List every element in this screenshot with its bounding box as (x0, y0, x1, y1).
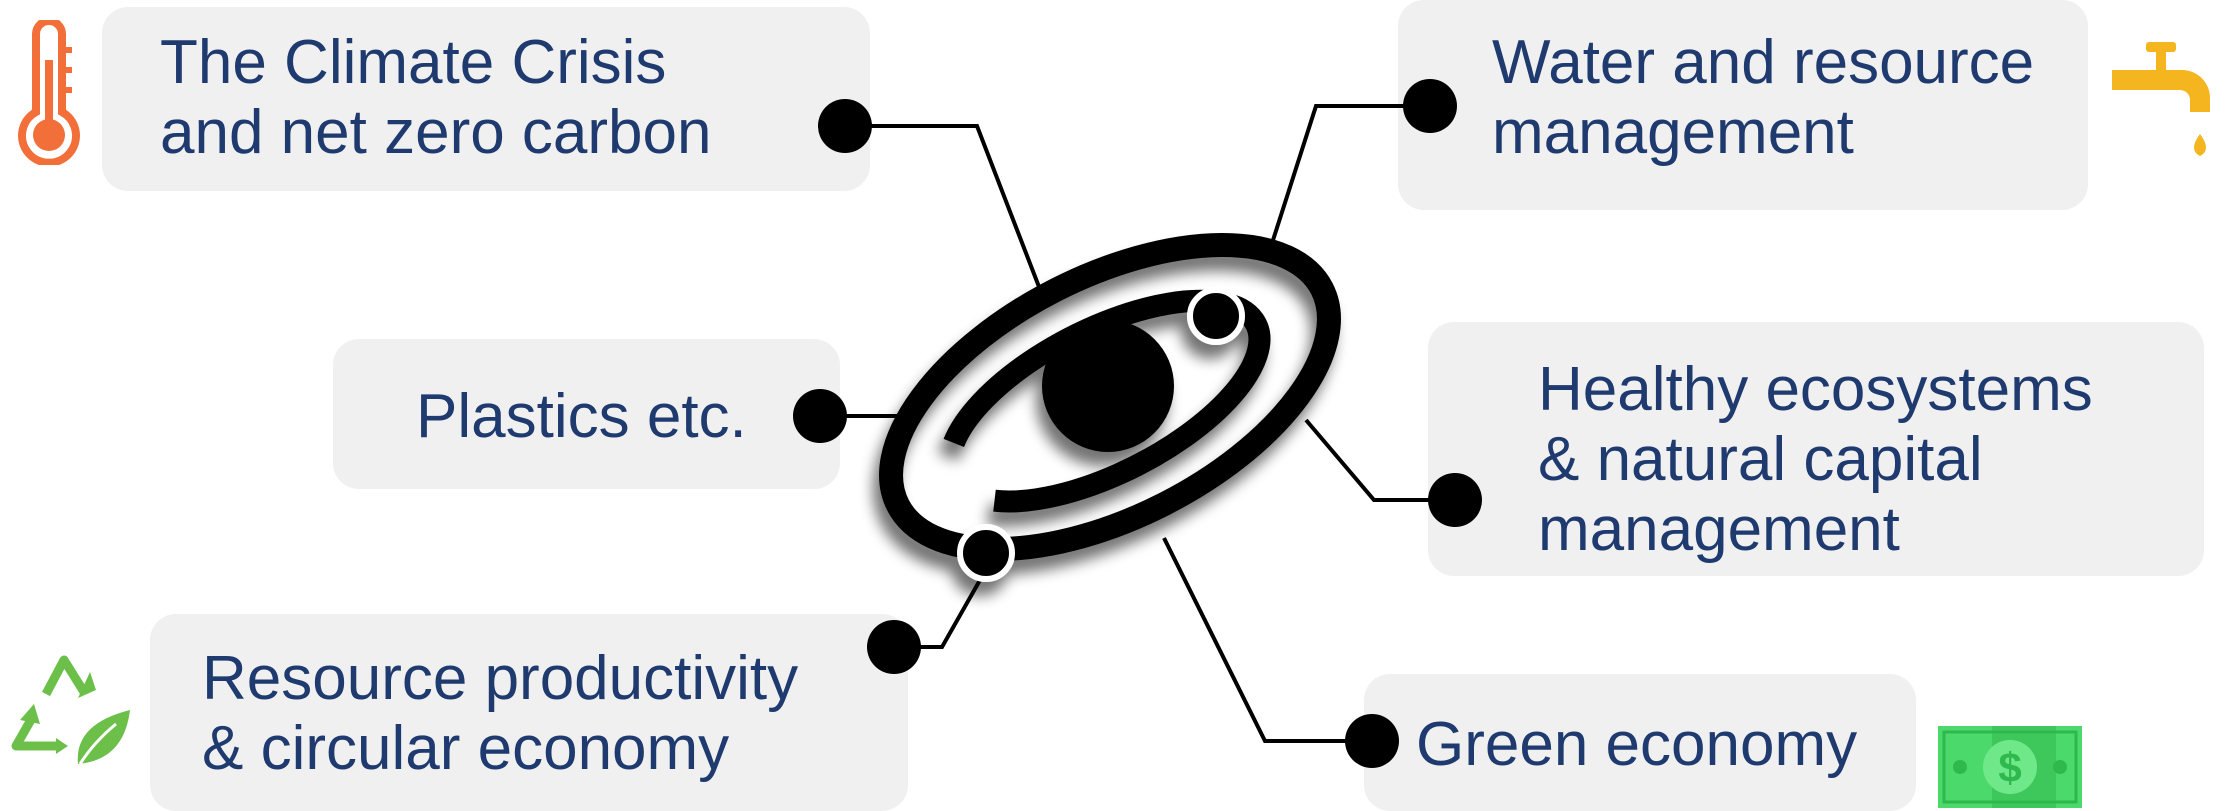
ecosystems-label: Healthy ecosystems & natural capital man… (1538, 355, 2093, 565)
thermometer-icon (18, 20, 80, 165)
dot-plastics (793, 389, 847, 443)
resource-label: Resource productivity & circular economy (202, 644, 798, 784)
resource-line-2: & circular economy (202, 714, 730, 783)
connector-green (1162, 537, 1372, 743)
water-box (1398, 0, 2088, 210)
orbit-atom-icon (879, 232, 1341, 582)
climate-line-1: The Climate Crisis (160, 28, 667, 97)
connector-water (1264, 104, 1430, 263)
plastics-box (333, 339, 840, 489)
climate-label: The Climate Crisis and net zero carbon (160, 28, 712, 168)
climate-box (102, 7, 870, 191)
water-tap-icon (2112, 42, 2210, 156)
dot-green (1345, 714, 1399, 768)
ecosystems-line-2: & natural capital (1538, 425, 1983, 494)
water-label: Water and resource management (1492, 28, 2034, 168)
connector-dots (793, 79, 1482, 768)
dot-climate (818, 99, 872, 153)
plastics-line-1: Plastics etc. (416, 382, 747, 451)
ecosystems-line-3: management (1538, 495, 1900, 564)
svg-text:$: $ (1998, 744, 2021, 791)
dot-resource (867, 620, 921, 674)
resource-box (150, 614, 908, 811)
green-economy-box (1364, 674, 1916, 811)
green-economy-line-1: Green economy (1416, 710, 1858, 779)
connector-climate (845, 124, 1048, 306)
water-line-2: management (1492, 98, 1854, 167)
dot-ecosystems (1428, 473, 1482, 527)
water-line-1: Water and resource (1492, 28, 2035, 97)
resource-line-1: Resource productivity (202, 644, 799, 713)
ecosystems-box (1428, 322, 2204, 576)
green-economy-label: Green economy (1416, 710, 1857, 780)
dollar-banknote-icon: $ (1938, 726, 2082, 808)
plastics-label: Plastics etc. (416, 382, 747, 452)
climate-line-2: and net zero carbon (160, 98, 712, 167)
recycle-leaf-icon (11, 655, 130, 765)
dot-water (1403, 79, 1457, 133)
ecosystems-line-1: Healthy ecosystems (1538, 355, 2093, 424)
